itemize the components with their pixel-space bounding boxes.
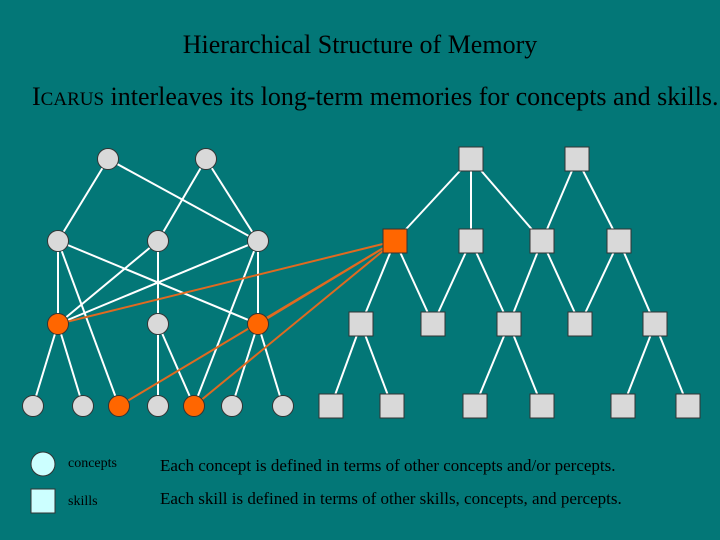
diagram-edges [32, 158, 689, 407]
skill-node [564, 146, 590, 172]
edge-line [541, 158, 578, 242]
legend-concepts-label: concepts [68, 456, 117, 471]
concept-node [72, 395, 94, 417]
edge-line [57, 240, 120, 407]
legend-skill-square [30, 488, 56, 514]
highlight-edge-line [193, 240, 396, 407]
legend-skill-description: Each skill is defined in terms of other … [160, 489, 622, 508]
skill-node [348, 311, 374, 337]
edge-line [193, 240, 259, 407]
concept-node [147, 395, 169, 417]
skill-node [675, 393, 701, 419]
edge-line [157, 323, 195, 407]
edge-line [57, 323, 84, 407]
edge-line [257, 323, 284, 407]
subtitle-initial: I [32, 82, 41, 111]
edge-line [474, 323, 510, 407]
skill-node [606, 228, 632, 254]
skill-node-highlighted [382, 228, 408, 254]
skill-node [458, 228, 484, 254]
skill-node [610, 393, 636, 419]
edge-line [618, 240, 656, 325]
subtitle-text: interleaves its long-term memories for c… [104, 82, 719, 111]
skill-node [462, 393, 488, 419]
edge-line [654, 323, 689, 407]
skill-node [458, 146, 484, 172]
edge-line [157, 158, 207, 242]
edge-line [432, 240, 472, 325]
concept-node [272, 395, 294, 417]
edge-line [57, 158, 109, 242]
concept-node [195, 148, 217, 170]
edge-line [360, 323, 393, 407]
skill-node [642, 311, 668, 337]
edge-line [508, 240, 543, 325]
edge-line [622, 323, 656, 407]
concept-node-highlighted [47, 313, 69, 335]
edge-line [508, 323, 543, 407]
skill-node [529, 228, 555, 254]
skill-node [496, 311, 522, 337]
edge-line [57, 240, 159, 325]
edge-line [541, 240, 581, 325]
edge-line [394, 240, 434, 325]
concept-node-highlighted [108, 395, 130, 417]
concept-node [22, 395, 44, 417]
legend-concept-circle [30, 451, 56, 477]
edge-line [330, 323, 362, 407]
subtitle-name-smallcaps: CARUS [40, 89, 105, 110]
edge-line [57, 240, 259, 325]
highlight-edge-line [57, 240, 396, 325]
concept-node [247, 230, 269, 252]
legend-shapes [30, 451, 56, 514]
concept-node [221, 395, 243, 417]
edge-line [32, 323, 59, 407]
edge-line [579, 240, 620, 325]
edge-line [205, 158, 259, 242]
skill-node [379, 393, 405, 419]
skill-node [420, 311, 446, 337]
legend-concept-description: Each concept is defined in terms of othe… [160, 456, 616, 475]
diagram-nodes [22, 146, 701, 419]
edge-line [576, 158, 620, 242]
concept-node-highlighted [183, 395, 205, 417]
edge-line [394, 158, 472, 242]
edge-line [360, 240, 396, 325]
skill-node [529, 393, 555, 419]
concept-node [147, 313, 169, 335]
concept-node-highlighted [247, 313, 269, 335]
edge-line [470, 158, 543, 242]
concept-node [47, 230, 69, 252]
skill-node [318, 393, 344, 419]
edge-line [470, 240, 510, 325]
subtitle: ICARUS interleaves its long-term memorie… [32, 82, 720, 112]
skill-node [567, 311, 593, 337]
page-title: Hierarchical Structure of Memory [182, 30, 538, 59]
legend-skills-label: skills [68, 494, 98, 509]
concept-node [147, 230, 169, 252]
concept-node [97, 148, 119, 170]
